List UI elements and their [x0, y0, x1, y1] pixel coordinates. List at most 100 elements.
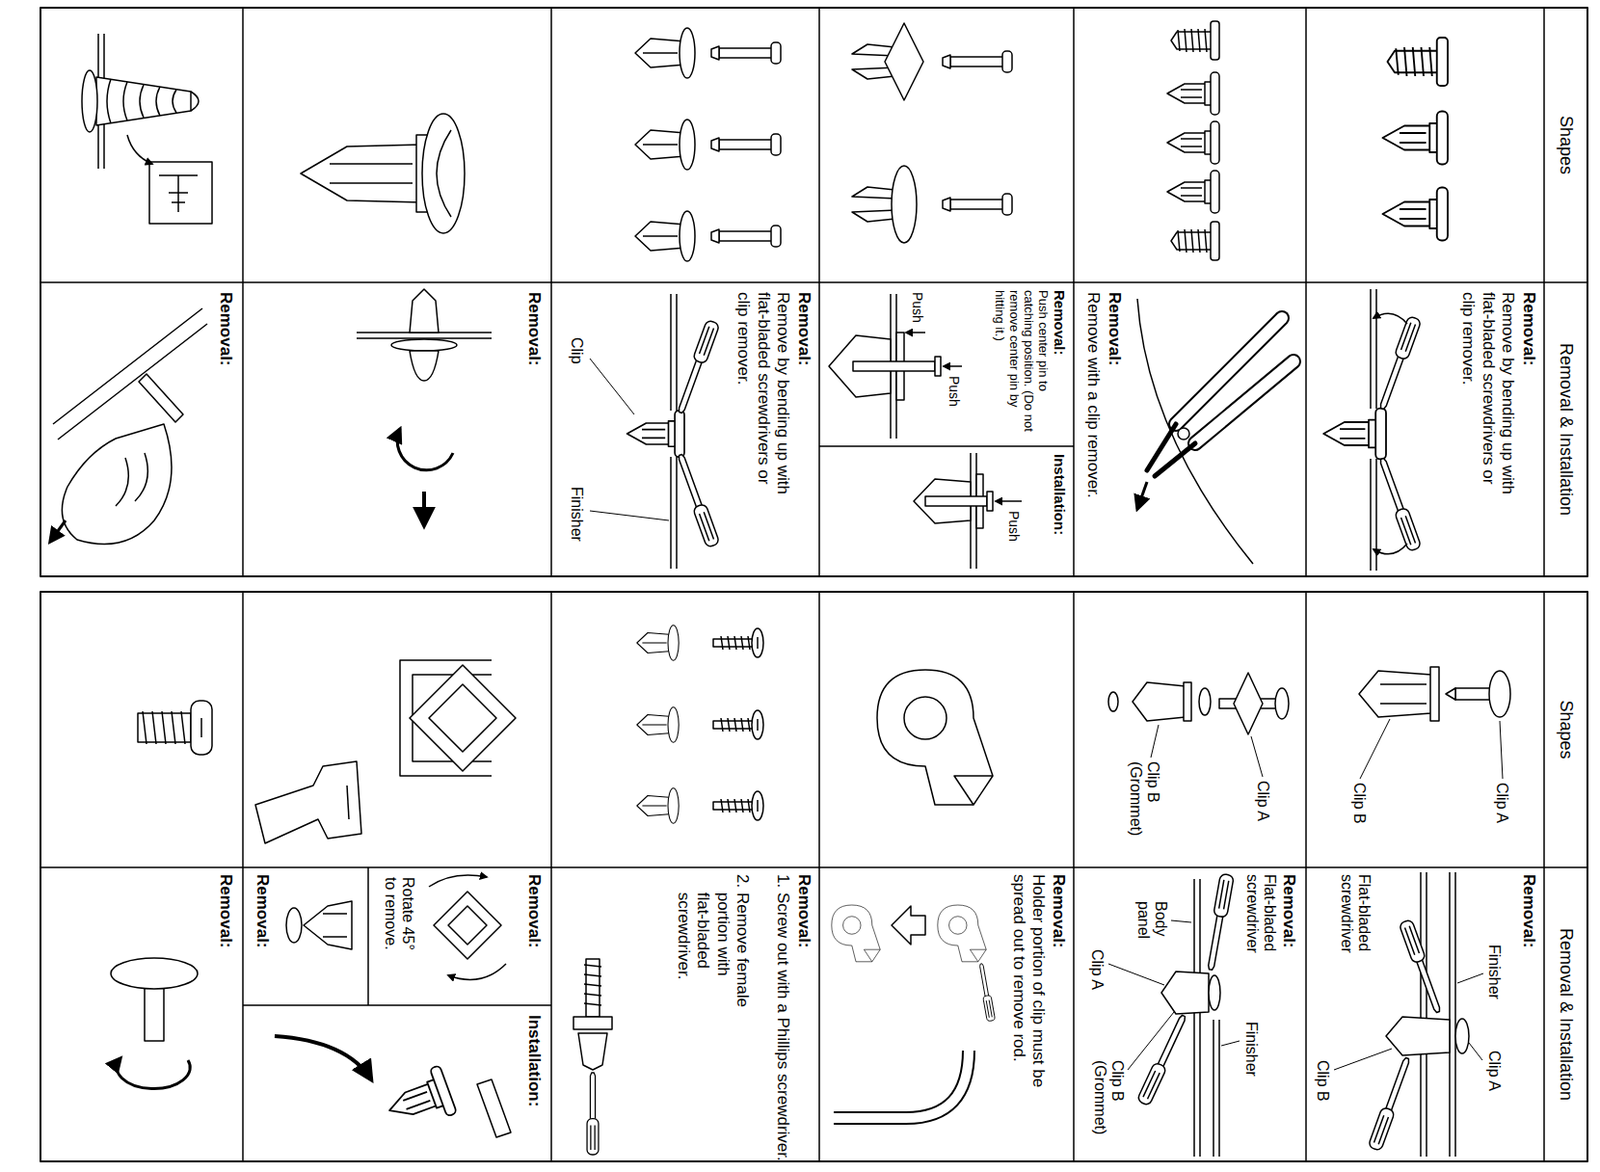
step-heading: Removal:	[215, 874, 236, 1067]
word: remover.	[1459, 320, 1478, 385]
word	[1007, 331, 1022, 336]
word: Finisher	[1243, 1021, 1260, 1077]
word: screwdriver	[1244, 874, 1261, 954]
word: portion	[1029, 927, 1048, 978]
word: flat-bladed	[754, 292, 774, 369]
word: Clip	[1493, 782, 1511, 810]
instruction-text: 2. Remove female portion with flat-blade…	[672, 874, 752, 1052]
word	[1029, 1065, 1048, 1070]
word: or	[754, 469, 774, 484]
word	[1084, 386, 1103, 392]
word	[773, 460, 793, 466]
word: a	[773, 1003, 793, 1013]
word	[1007, 390, 1022, 395]
instruction-text: Holder portion of clip must be spread ou…	[1008, 874, 1048, 1135]
word: screwdrivers	[754, 373, 774, 465]
word	[714, 942, 733, 948]
word: flat-bladed	[693, 892, 713, 969]
part-label: Flat-bladed screwdriver	[1336, 874, 1373, 976]
word: of	[1029, 982, 1048, 996]
word: Screw	[773, 892, 793, 938]
word	[733, 887, 752, 893]
word	[1314, 1087, 1332, 1092]
word: position.	[1021, 340, 1037, 387]
word: Removal:	[216, 292, 236, 367]
part-label: Clip	[567, 337, 587, 396]
instruction-text: Remove with a clip remover.	[1083, 292, 1103, 562]
step-heading: Removal:	[252, 874, 272, 1000]
word: Finisher	[568, 486, 586, 542]
word	[1351, 809, 1368, 814]
word: by	[773, 357, 793, 375]
word: or	[1479, 469, 1498, 484]
step-heading: Installation:	[1050, 453, 1068, 575]
word	[1029, 995, 1048, 1001]
word: screwdriver.	[773, 1073, 793, 1162]
word: A	[1254, 810, 1272, 822]
instruction-text: Remove by bending up with flat-bladed sc…	[1458, 292, 1518, 503]
word	[1486, 1077, 1503, 1082]
word: Removal:	[1049, 874, 1068, 949]
part-label: Finisher	[1485, 944, 1504, 1032]
word	[754, 465, 774, 471]
word: Push	[909, 292, 926, 323]
word: up	[1498, 442, 1518, 461]
word: by	[1007, 394, 1022, 408]
word	[1036, 356, 1051, 361]
word: catching	[1021, 290, 1037, 337]
word	[1145, 788, 1162, 793]
word: out	[773, 942, 793, 966]
word: bending	[1498, 379, 1518, 439]
word: to	[1010, 956, 1029, 970]
part-label: Clip B (Grommet)	[1125, 761, 1162, 858]
word	[773, 1013, 793, 1018]
drawing	[40, 7, 1588, 1162]
word: clip	[1084, 404, 1103, 430]
part-label: Clip B	[1313, 1060, 1333, 1138]
word: remove.	[382, 894, 400, 951]
word: Removal	[1556, 343, 1576, 412]
word: Removal:	[525, 292, 544, 367]
word	[1498, 460, 1518, 466]
word: Phillips	[773, 1016, 793, 1069]
word: (Grommet)	[1127, 761, 1145, 836]
word: remove	[1007, 290, 1022, 332]
word: must	[1029, 1029, 1048, 1066]
word: Clip	[1486, 1050, 1503, 1078]
column-header: Removal & Installation	[1544, 282, 1588, 577]
word: Clip	[1351, 782, 1368, 810]
word	[1010, 924, 1029, 930]
word: Removal:	[216, 874, 236, 949]
word	[1084, 429, 1103, 435]
word: remover.	[1084, 433, 1103, 498]
word: Removal:	[1520, 874, 1539, 949]
word: portion	[714, 892, 733, 943]
word	[1036, 376, 1051, 381]
word	[773, 374, 793, 380]
word: clip	[1459, 292, 1478, 318]
word: Clip	[1145, 761, 1162, 789]
word: with	[714, 946, 733, 976]
word: B	[1145, 792, 1162, 803]
word: &	[1556, 416, 1576, 428]
word: clip	[1029, 999, 1048, 1025]
step-heading: Removal:	[524, 292, 544, 534]
part-label: Clip A	[1485, 1050, 1504, 1128]
word	[1021, 336, 1037, 341]
part-label: Finisher	[567, 486, 587, 564]
word: Clip	[568, 337, 586, 365]
word: center	[1036, 321, 1051, 357]
word: Push	[1006, 510, 1022, 542]
word: Removal:	[1105, 292, 1124, 367]
word	[1089, 976, 1106, 981]
word	[1036, 319, 1051, 323]
word: Finisher	[1486, 944, 1503, 1000]
word: Removal:	[1520, 292, 1539, 367]
word: Removal:	[253, 874, 272, 949]
word: Flat-bladed	[1356, 874, 1373, 952]
word: Clip	[1109, 1060, 1126, 1088]
word	[773, 937, 793, 943]
action-label: Push	[945, 375, 962, 425]
word	[773, 965, 793, 971]
